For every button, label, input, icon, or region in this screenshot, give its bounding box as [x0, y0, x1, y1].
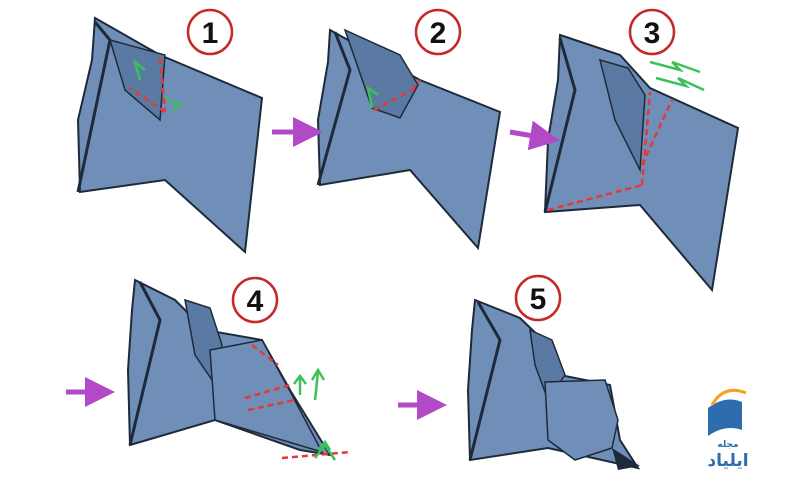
step-4-paper-head	[209, 339, 324, 454]
step-3-fold-line	[640, 91, 652, 186]
step-1-number: 1	[202, 17, 219, 50]
step-3-figure	[543, 33, 740, 293]
step-3-number: 3	[644, 17, 661, 50]
logo-line-2: ایلیاد	[707, 451, 748, 471]
step-3-fold-line	[640, 99, 674, 166]
step-1-figure	[76, 16, 264, 255]
step-4-fold-line	[244, 383, 291, 400]
step-1-fold-line	[129, 86, 166, 114]
step-2-fold-line	[373, 88, 413, 112]
step-4-figure	[126, 278, 351, 461]
step-1-badge: 1	[186, 8, 234, 56]
step-1-paper-body	[76, 16, 264, 255]
step-4-fold-line	[251, 344, 279, 366]
logo-book-accent	[710, 388, 747, 406]
step-1-paper-edge	[76, 21, 112, 193]
step-5-number: 5	[530, 283, 547, 316]
step-3-fold-line	[547, 183, 643, 212]
step-3-paper-flap	[598, 58, 646, 173]
step-4-move-arrow	[310, 367, 326, 401]
step-5-nose	[612, 448, 640, 470]
step-arrow-2-to-3	[509, 120, 560, 151]
step-1-move-arrow	[164, 96, 183, 112]
step-2-paper-flap	[343, 28, 419, 119]
step-2-badge: 2	[414, 8, 462, 56]
step-3-badge: 3	[628, 8, 676, 56]
step-2-paper-body	[316, 28, 502, 251]
step-4-move-arrow	[314, 439, 337, 461]
logo-line-1: مجله	[717, 440, 738, 450]
logo-book-icon	[708, 399, 742, 436]
step-5-figure	[466, 298, 641, 470]
step-1-paper-flap	[108, 38, 166, 122]
step-4-fold-line	[247, 398, 296, 412]
step-2-figure	[316, 28, 502, 251]
step-4-number: 4	[247, 285, 264, 318]
step-4-paper-edge	[128, 281, 162, 446]
step-2-move-arrow	[366, 85, 379, 109]
step-4-move-arrow	[293, 373, 307, 395]
step-5-badge: 5	[514, 274, 562, 322]
step-2-number: 2	[430, 17, 447, 50]
step-3-move-arrow	[649, 60, 701, 74]
step-1-fold-line	[158, 57, 167, 113]
step-1-move-arrow	[132, 58, 146, 81]
step-4-badge: 4	[231, 276, 279, 324]
step-3-paper-edge	[543, 37, 577, 213]
step-3-move-arrow	[655, 76, 705, 92]
ilyad-magazine-logo: مجله ایلیاد	[707, 388, 749, 471]
step-5-paper-edge	[468, 301, 502, 461]
step-3-paper-body	[543, 33, 740, 293]
step-2-fold-line	[411, 79, 421, 91]
step-2-paper-edge	[316, 31, 352, 186]
